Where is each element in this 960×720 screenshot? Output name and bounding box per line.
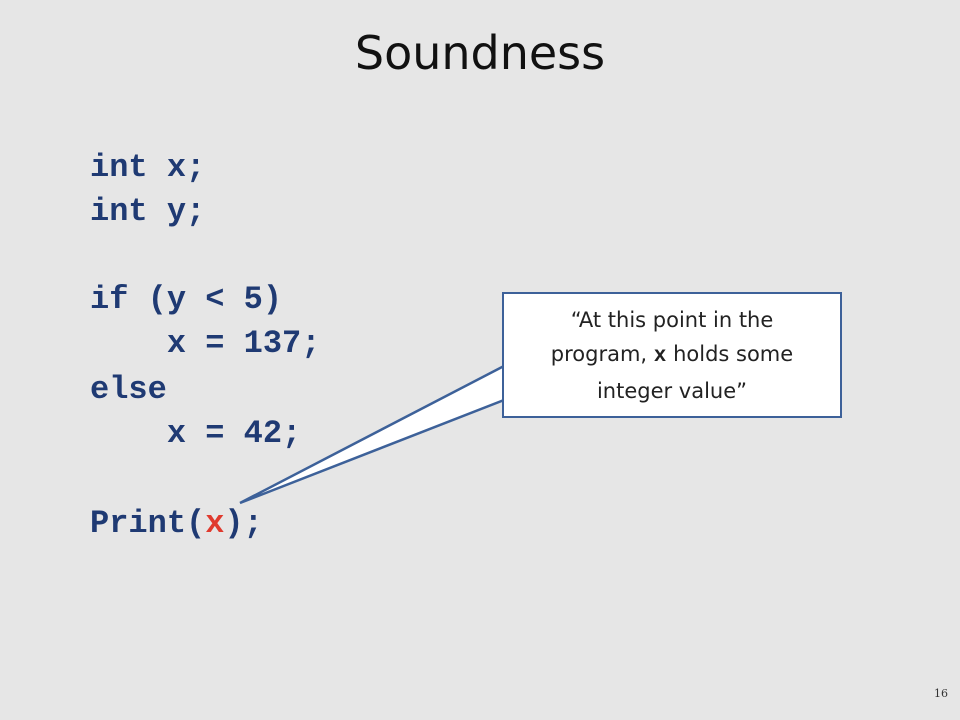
callout-text-before: program,: [550, 342, 654, 366]
callout-code-variable: x: [653, 345, 667, 368]
code-block: int x; int y; if (y < 5) x = 137; else x…: [90, 148, 320, 542]
highlighted-variable: x: [205, 505, 225, 542]
code-line-7: Print(x);: [90, 504, 263, 544]
callout-line-2: program, x holds some: [504, 337, 840, 374]
callout-line-3: integer value”: [596, 379, 748, 403]
print-call-suffix: );: [224, 505, 263, 542]
callout-line-1: “At this point in the: [570, 308, 774, 332]
print-call-prefix: Print(: [90, 505, 206, 542]
code-line-6: x = 42;: [90, 415, 302, 452]
code-line-2: int y;: [90, 193, 206, 230]
code-line-3: if (y < 5): [90, 281, 283, 318]
code-line-4: x = 137;: [90, 325, 321, 362]
page-number: 16: [934, 687, 948, 700]
callout-box: “At this point in the program, x holds s…: [502, 292, 842, 418]
code-line-5: else: [90, 371, 167, 408]
slide-title: Soundness: [354, 26, 606, 80]
callout-text-after: holds some: [666, 342, 794, 366]
code-line-1: int x;: [90, 149, 206, 186]
